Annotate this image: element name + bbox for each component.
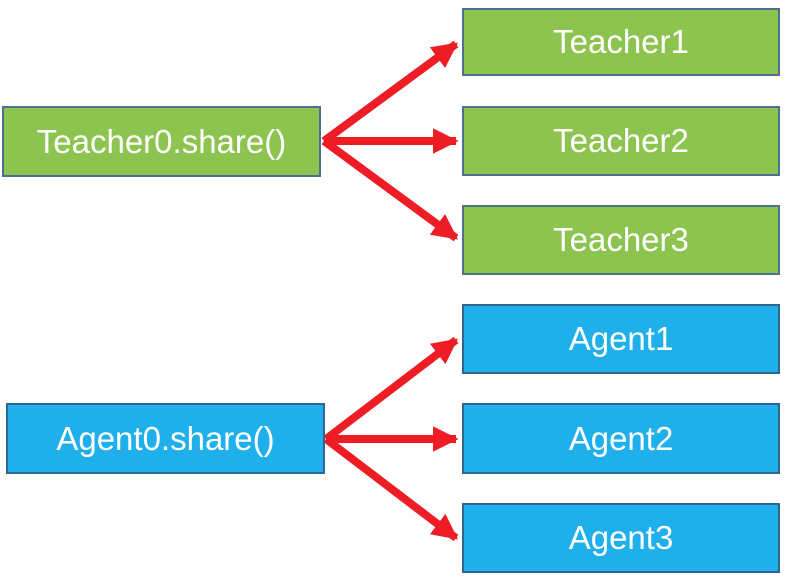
arrow-agent0-to-agent1 bbox=[323, 336, 459, 443]
teacher0-box: Teacher0.share() bbox=[2, 106, 321, 177]
teacher2-box: Teacher2 bbox=[462, 106, 780, 176]
arrow-agent0-to-agent3 bbox=[323, 435, 459, 542]
teacher1-box: Teacher1 bbox=[462, 8, 780, 76]
teacher3-box: Teacher3 bbox=[462, 205, 780, 275]
agent3-box: Agent3 bbox=[462, 503, 780, 573]
agent1-box: Agent1 bbox=[462, 304, 780, 374]
agent0-box: Agent0.share() bbox=[6, 403, 325, 474]
arrow-teacher0-to-teacher1 bbox=[321, 40, 459, 145]
agent2-box: Agent2 bbox=[462, 403, 780, 474]
arrow-teacher0-to-teacher3 bbox=[321, 137, 459, 242]
